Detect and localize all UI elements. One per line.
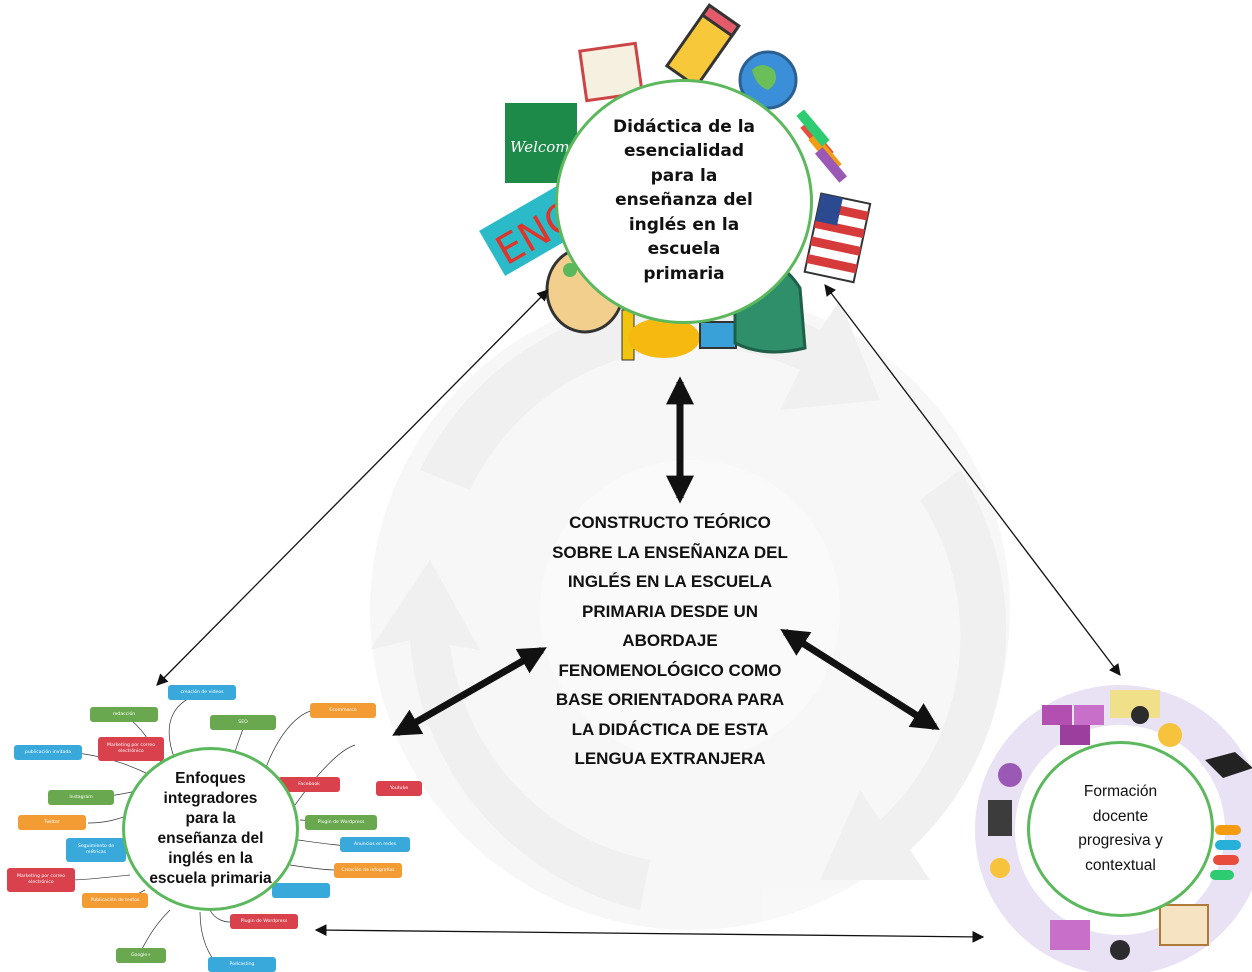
mind-map-tag: creación de videos bbox=[168, 685, 236, 700]
mind-map-tag bbox=[272, 883, 330, 898]
mind-map-tag: Google+ bbox=[116, 948, 166, 963]
node-didactica-esencialidad: Didáctica de la esencialidad para la ens… bbox=[555, 79, 813, 324]
node-label: Formación docente progresiva y contextua… bbox=[1078, 783, 1163, 874]
mind-map-tag: Podcasting bbox=[208, 957, 276, 972]
graduation-cap-icon bbox=[1205, 752, 1252, 778]
mind-map-tag: redacción bbox=[90, 707, 158, 722]
arrow-top-to-right bbox=[824, 284, 1121, 676]
arrow-center-to-left bbox=[392, 646, 547, 737]
tablet-icon bbox=[988, 800, 1012, 836]
mind-map-tag: Anuncios en redes bbox=[340, 837, 410, 852]
mind-map-tag: Ecommerce bbox=[310, 703, 376, 718]
crayons-icon bbox=[796, 109, 848, 183]
mind-map-tag: Instagram bbox=[48, 790, 114, 805]
central-construct-text: CONSTRUCTO TEÓRICO SOBRE LA ENSEÑANZA DE… bbox=[552, 513, 788, 768]
mind-map-tag: SEO bbox=[210, 715, 276, 730]
box-icon bbox=[699, 321, 737, 349]
mind-map-tag: Publicación de textos bbox=[82, 893, 148, 908]
mind-map-tag: Marketing por correo electrónico bbox=[98, 737, 164, 761]
flag-icon bbox=[803, 192, 872, 284]
teacher-training-decoration bbox=[975, 685, 1252, 972]
mind-map-tag: Facebook bbox=[278, 777, 340, 792]
mind-map-tag: Plugin de Wordpress bbox=[305, 815, 377, 830]
mind-map-tag: publicación invitada bbox=[14, 745, 82, 760]
mind-map-tag: Plugin de Wordpress bbox=[230, 914, 298, 929]
node-label: Didáctica de la esencialidad para la ens… bbox=[613, 116, 755, 284]
mind-map-tag: Marketing por correo electrónico bbox=[7, 868, 75, 892]
mind-map-tag: Youtube bbox=[376, 781, 422, 796]
mind-map-tag: Seguimiento de métricas bbox=[66, 838, 126, 862]
arrow-left-to-right bbox=[314, 924, 985, 943]
arrow-center-to-right bbox=[780, 629, 940, 730]
mind-map-tag: Creación de infografías bbox=[334, 863, 402, 878]
apple-icon bbox=[628, 318, 700, 358]
arrow-top-to-left bbox=[156, 289, 549, 686]
pencil-icon bbox=[664, 3, 741, 89]
node-label: Enfoques integradores para la enseñanza … bbox=[149, 770, 272, 887]
mind-map-tag: Twitter bbox=[18, 815, 86, 830]
node-formacion-docente: Formación docente progresiva y contextua… bbox=[1027, 741, 1214, 917]
open-book-icon bbox=[1159, 904, 1209, 946]
welcome-text: Welcome bbox=[510, 138, 579, 156]
node-enfoques-integradores: Enfoques integradores para la enseñanza … bbox=[122, 747, 299, 911]
